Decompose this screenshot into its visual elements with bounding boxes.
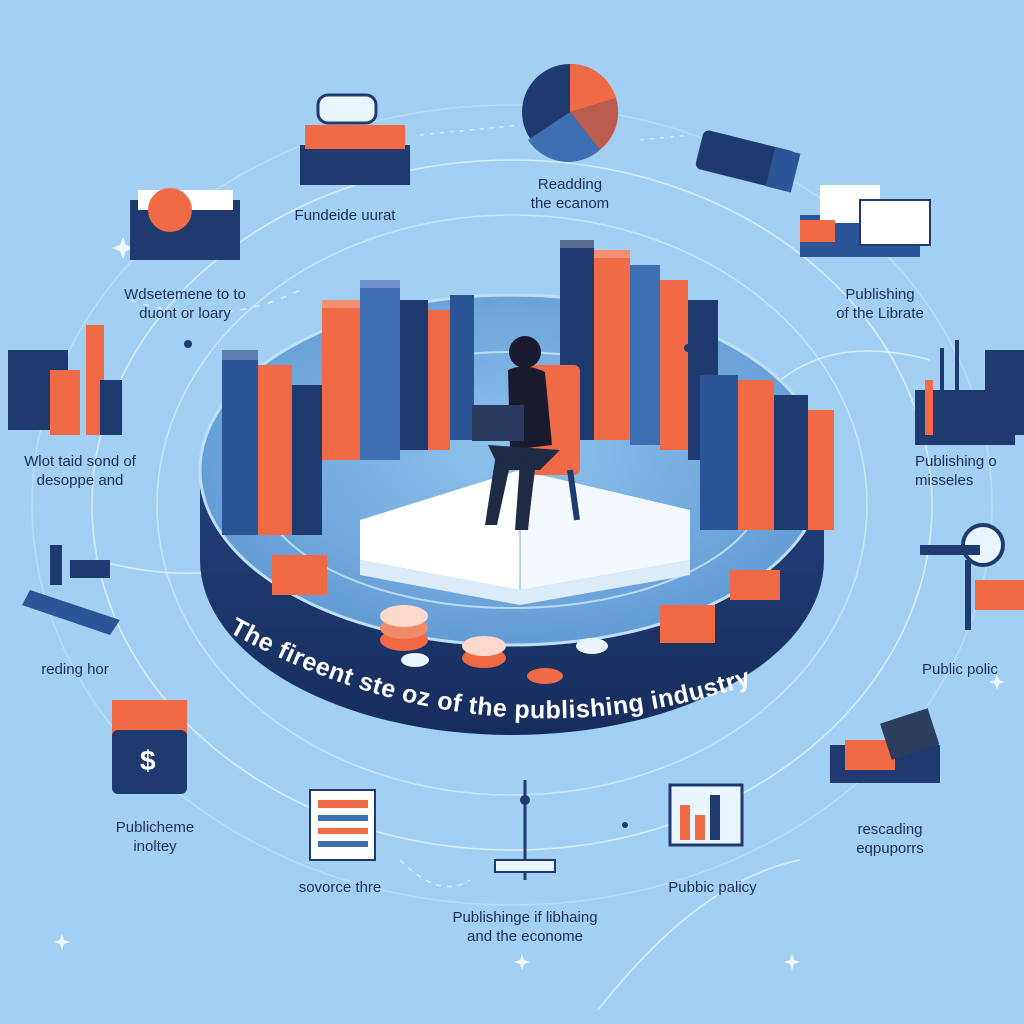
label-upper-left: Wdsetemene to to duont or loary — [124, 286, 246, 322]
printing-press-icon — [22, 545, 120, 635]
svg-text:$: $ — [140, 745, 156, 776]
label-bottom-left: Publicheme inoltey — [115, 819, 195, 855]
label-bottom-left-center: sovorce thre — [298, 879, 382, 896]
label-bottom-right: rescading eqpuporrs — [856, 821, 924, 857]
connector-dots — [184, 340, 692, 828]
label-upper-right: Publishing of the Librate — [836, 286, 924, 322]
wallet-icon: $ — [112, 700, 187, 794]
label-top-left: Fundeide uurat — [294, 207, 396, 224]
notes-icon — [8, 325, 122, 435]
label-bottom-center: Publishinge if libhaing and the econome — [452, 909, 598, 945]
label-right-lower: Public polic — [922, 661, 998, 678]
book-stack-icon — [130, 93, 410, 260]
label-left-lower: reding hor — [41, 661, 109, 678]
label-right-mid: Publishing o misseles — [915, 453, 997, 489]
label-bottom-right-center: Pubbic palicy — [668, 879, 757, 896]
open-book — [360, 470, 690, 605]
coin-stack-icon — [272, 555, 780, 684]
bar-chart-small-icon — [668, 783, 744, 847]
tube-icon — [695, 130, 801, 193]
book-wall-left — [222, 280, 474, 535]
book-wall-right — [560, 240, 834, 530]
open-books-icon — [800, 185, 931, 257]
clipboard-icon — [309, 789, 376, 861]
label-mid-left: Wlot taid sond of desoppe and — [24, 453, 136, 489]
desk-lamp-icon — [920, 523, 1024, 630]
books-laptop-icon — [830, 708, 940, 783]
person-reading-icon — [472, 336, 580, 530]
bar-chart-icon — [915, 340, 1024, 445]
label-top-center: Readding the ecanom — [530, 176, 610, 212]
pie-chart-icon — [522, 63, 619, 162]
